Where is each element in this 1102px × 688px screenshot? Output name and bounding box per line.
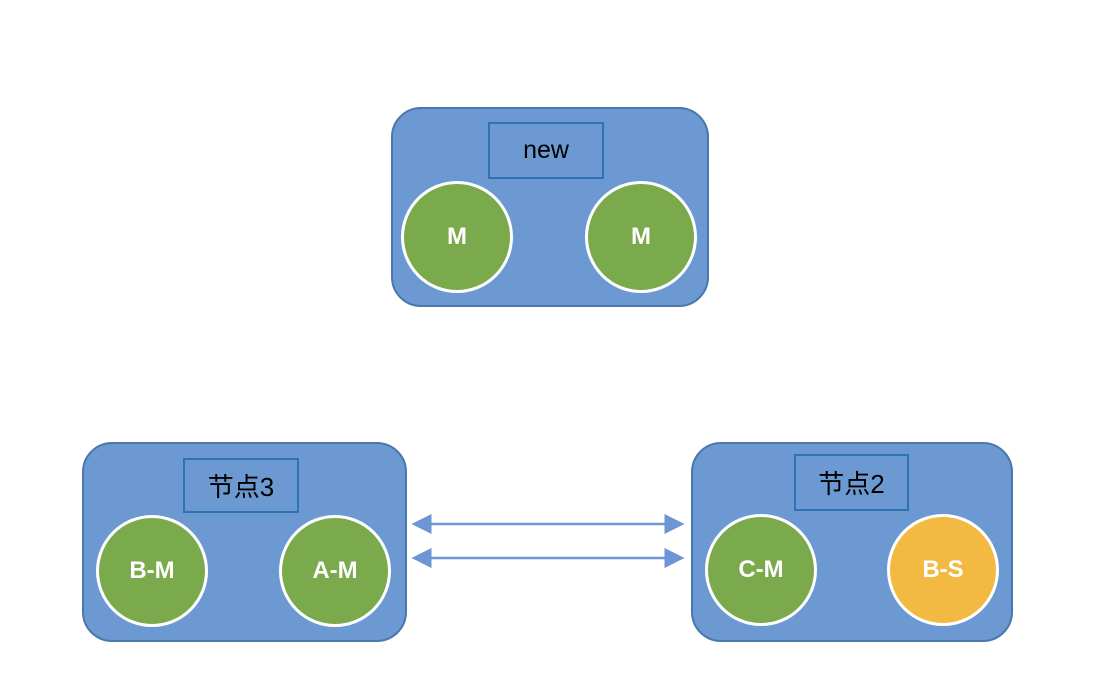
member-label: M — [631, 223, 651, 250]
node-title-box: new — [488, 122, 604, 179]
member-circle: B-S — [887, 514, 999, 626]
member-circle: M — [401, 181, 513, 293]
node-title-box: 节点3 — [183, 458, 299, 513]
node-title: 节点2 — [818, 469, 885, 499]
node-title: new — [523, 136, 569, 164]
member-circle: M — [585, 181, 697, 293]
member-label: B-M — [129, 557, 175, 584]
node-new: new M M — [391, 107, 709, 307]
node-title: 节点3 — [207, 472, 275, 502]
member-label: B-S — [922, 556, 964, 583]
member-label: A-M — [312, 557, 358, 584]
node-2: 节点2 C-M B-S — [691, 442, 1013, 642]
node-3: 节点3 B-M A-M — [82, 442, 407, 642]
member-circle: C-M — [705, 514, 817, 626]
member-circle: B-M — [96, 515, 208, 627]
member-label: M — [447, 223, 467, 250]
member-label: C-M — [738, 556, 784, 583]
member-circle: A-M — [279, 515, 391, 627]
node-title-box: 节点2 — [794, 454, 909, 511]
